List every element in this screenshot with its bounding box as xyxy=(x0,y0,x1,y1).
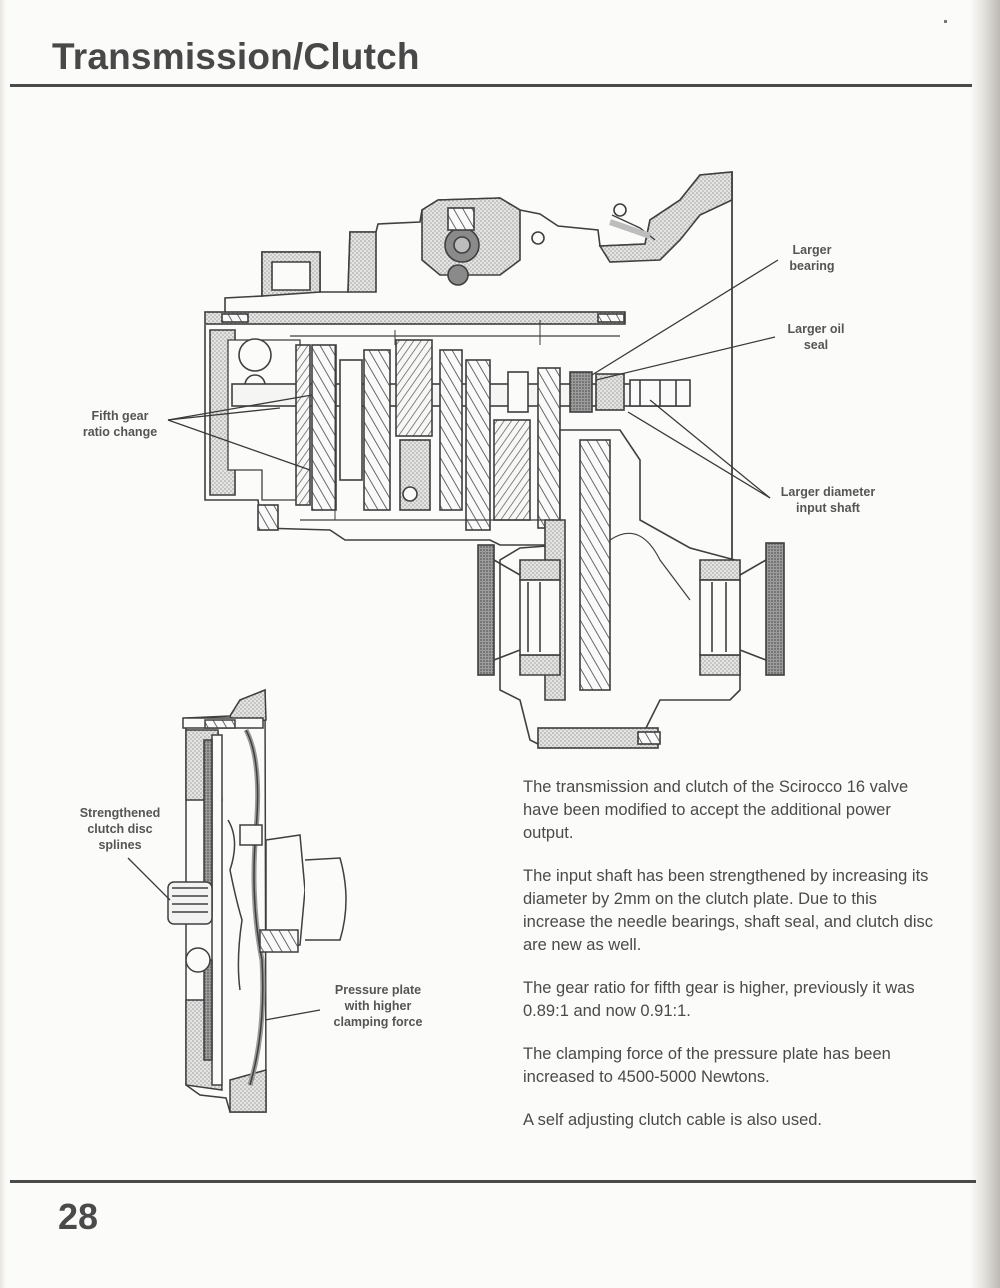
callout-line: Larger xyxy=(792,243,832,257)
callout-line: clutch disc xyxy=(87,822,153,836)
paragraph-intro: The transmission and clutch of the Sciro… xyxy=(523,778,909,842)
page-number: 28 xyxy=(58,1196,99,1237)
callout-fifth-gear-ratio-change: Fifth gear ratio change xyxy=(70,408,170,440)
transmission-diagram xyxy=(204,171,785,749)
callout-line: bearing xyxy=(789,259,835,273)
callout-strengthened-clutch-disc-splines: Strengthened clutch disc splines xyxy=(66,805,174,853)
callout-line: Larger oil xyxy=(787,322,845,336)
callout-larger-bearing: Larger bearing xyxy=(782,242,842,274)
header-rule xyxy=(10,84,972,87)
callout-line: Strengthened xyxy=(79,806,161,820)
callout-pressure-plate: Pressure plate with higher clamping forc… xyxy=(322,982,434,1030)
paragraph-input-shaft: The input shaft has been strengthened by… xyxy=(523,867,934,954)
callout-line: clamping force xyxy=(333,1015,423,1029)
page-left-edge xyxy=(0,0,6,1288)
paragraph-clamping-force: The clamping force of the pressure plate… xyxy=(523,1045,891,1086)
paragraph-gear-ratio: The gear ratio for fifth gear is higher,… xyxy=(523,979,915,1020)
footer-rule xyxy=(10,1180,976,1183)
callout-line: Pressure plate xyxy=(334,983,422,997)
callout-larger-oil-seal: Larger oil seal xyxy=(776,321,856,353)
callout-line: input shaft xyxy=(796,501,860,515)
callout-line: Fifth gear xyxy=(91,409,149,423)
page-title: Transmission/Clutch xyxy=(52,36,420,77)
clutch-diagram xyxy=(167,688,347,1113)
callout-line: Larger diameter xyxy=(780,485,876,499)
print-speck xyxy=(944,20,947,23)
callout-line: with higher xyxy=(344,999,412,1013)
binding-shadow xyxy=(970,0,1000,1288)
body-text: The transmission and clutch of the Sciro… xyxy=(523,776,943,1152)
callout-larger-diameter-input-shaft: Larger diameter input shaft xyxy=(766,484,890,516)
transmission-leader-lines xyxy=(167,259,779,499)
callout-line: ratio change xyxy=(82,425,158,439)
paragraph-clutch-cable: A self adjusting clutch cable is also us… xyxy=(523,1111,823,1129)
clutch-leader-lines xyxy=(127,857,321,1021)
callout-line: splines xyxy=(98,838,142,852)
callout-line: seal xyxy=(803,338,829,352)
